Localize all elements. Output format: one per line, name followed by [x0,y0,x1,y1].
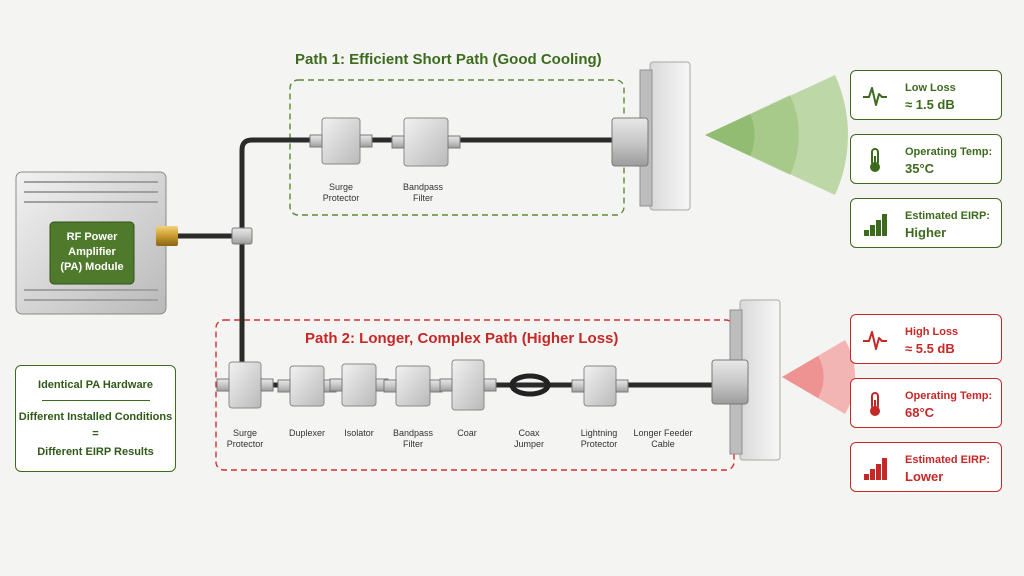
path2-surge-protector-connector [260,378,274,392]
path2-lightning-protector-connector [615,379,629,393]
path1-title: Path 1: Efficient Short Path (Good Cooli… [295,51,602,68]
metric-value: Higher [905,225,947,240]
metric-label: Low Loss [905,82,956,94]
path2-isolator-connector [329,378,343,392]
path2-coax-jumper [509,373,551,397]
metric-value: Lower [905,469,944,484]
path1-surge-protector-connector [309,134,323,148]
pa-module [15,171,178,315]
summary-divider [42,400,150,401]
tee-splitter [231,227,253,245]
path2-beam [782,340,856,414]
path1-surge-protector [321,117,361,165]
path1-surge-protector-connector [359,134,373,148]
path2-title: Path 2: Longer, Complex Path (Higher Los… [305,330,619,347]
thermometer-icon [861,146,889,174]
path2-bandpass-filter [395,365,431,407]
path2-duplexer [289,365,325,407]
path2-metric-card-estimated-eirp: Estimated EIRP: Lower [850,442,1002,492]
metric-label: Operating Temp: [905,146,993,158]
summary-line1: Identical PA Hardware [38,379,153,391]
metric-value: 35°C [905,161,935,176]
path1-metric-card-low-loss: Low Loss ≈ 1.5 dB [850,70,1002,120]
path1-metric-card-operating-temp: Operating Temp: 35°C [850,134,1002,184]
path2-coar-connector [483,378,497,392]
path2-metric-card-operating-temp: Operating Temp: 68°C [850,378,1002,428]
path2-surge-protector [228,361,262,409]
path2-coar-connector [439,378,453,392]
metric-label: High Loss [905,326,959,338]
path1-metric-card-estimated-eirp: Estimated EIRP: Higher [850,198,1002,248]
path2-lightning-protector [583,365,617,407]
metric-label: Estimated EIRP: [905,210,990,222]
pa-module-label: RF Power Amplifier (PA) Module [60,231,124,273]
path1-beam [705,75,848,195]
metric-value: ≈ 5.5 dB [905,341,955,356]
path2-duplexer-connector [277,379,291,393]
path1-antenna [611,61,691,211]
path2-duplexer-label: Duplexer [288,428,326,438]
path2-metric-card-high-loss: High Loss ≈ 5.5 dB [850,314,1002,364]
metric-label: Operating Temp: [905,390,993,402]
metric-value: ≈ 1.5 dB [905,97,955,112]
path2-coar [451,359,485,411]
path2-antenna [711,299,781,461]
path1-bandpass-filter-connector [447,135,461,149]
path2-surge-protector-connector [216,378,230,392]
path1-group-box [289,79,625,216]
path2-bandpass-filter-connector [383,379,397,393]
signal-bars-icon [861,210,889,238]
path2-lightning-protector-connector [571,379,585,393]
summary-line2: Different Installed Conditions [18,411,173,423]
summary-box: Identical PA Hardware Different Installe… [15,365,176,472]
signal-bars-icon [861,454,889,482]
summary-line3: Different EIRP Results [37,446,154,458]
cables [165,137,723,388]
summary-equals: = [92,428,99,440]
waveform-icon [861,82,889,110]
metric-label: Estimated EIRP: [905,454,990,466]
waveform-icon [861,326,889,354]
path1-bandpass-filter [403,117,449,167]
path2-isolator-label: Isolator [344,428,374,438]
path1-riser-cable [239,137,333,239]
path2-isolator [341,363,377,407]
path2-coar-label: Coar [457,428,477,438]
thermometer-icon [861,390,889,418]
metric-value: 68°C [905,405,935,420]
path1-bandpass-filter-connector [391,135,405,149]
